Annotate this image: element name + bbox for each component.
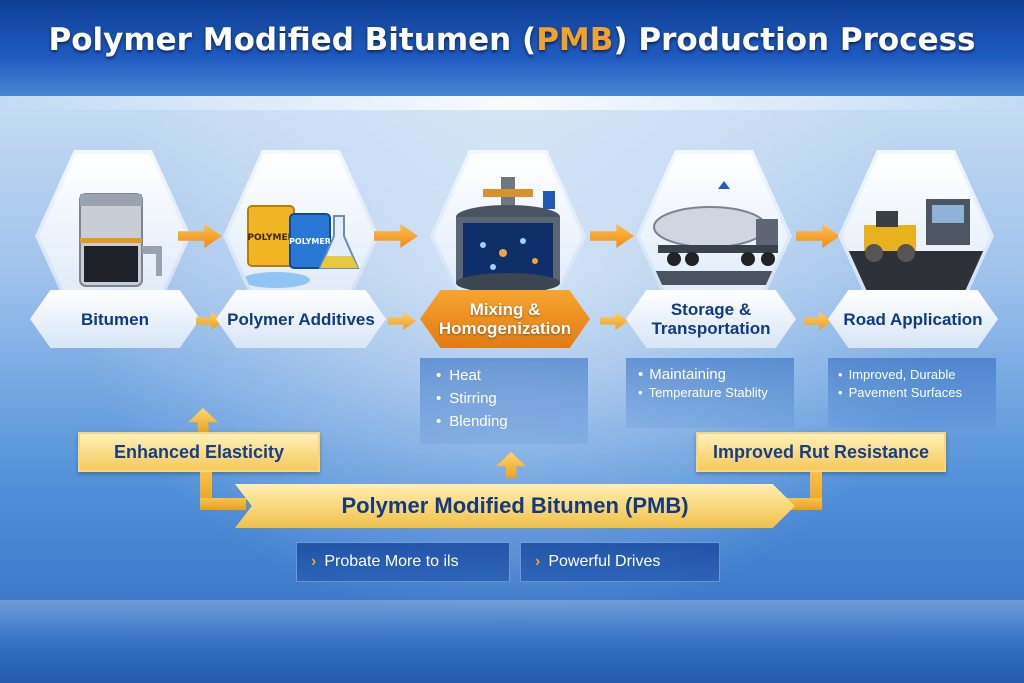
step-label-polymer-additives: Polymer Additives [216,290,386,348]
footer-item-2-label: Powerful Drives [548,553,661,570]
tanker-truck-icon [644,181,784,285]
bullet-pavement: Pavement Surfaces [838,384,962,402]
bullet-heat: Heat [436,364,508,387]
benefit-rut-resistance: Improved Rut Resistance [696,432,946,472]
bag-label-1: POLYMER [247,233,294,243]
step-label-mixing: Mixing & Homogenization [420,290,590,348]
footer-item-2: › Powerful Drives [520,542,720,582]
header-highlight [0,96,1024,110]
bag-label-2: POLYMER [289,237,331,246]
title-highlight: PMB [536,22,614,58]
mixing-bullet-list: Heat Stirring Blending [436,364,508,433]
step-label-storage: Storage & Transportation [626,290,796,348]
page-title: Polymer Modified Bitumen (PMB) Productio… [0,22,1024,58]
bullet-maintaining: Maintaining [638,366,768,384]
road-paver-icon [846,199,986,291]
bitumen-tank-icon [79,193,162,287]
mixing-vessel-icon [456,177,560,293]
pmb-result-banner: Polymer Modified Bitumen (PMB) [235,484,795,528]
bullet-improved: Improved, Durable [838,366,962,384]
step-label-road: Road Application [828,290,998,348]
footer-item-1: › Probate More to ils [296,542,510,582]
bullet-stirring: Stirring [436,387,508,410]
storage-bullet-list: Maintaining Temperature Stablity [638,366,768,402]
chevron-icon: › [311,553,317,570]
polymer-bags-icon: POLYMER POLYMER [242,205,360,288]
benefit-enhanced-elasticity: Enhanced Elasticity [78,432,320,472]
title-prefix: Polymer Modified Bitumen ( [48,22,537,58]
chevron-icon: › [535,553,541,570]
title-suffix: ) Production Process [613,22,976,58]
connector-left-horizontal [200,498,246,510]
bullet-blending: Blending [436,410,507,433]
background-floor [0,600,1024,683]
step-label-bitumen: Bitumen [30,290,200,348]
header-band [0,0,1024,96]
bullet-temperature: Temperature Stablity [638,384,768,402]
footer-item-1-label: Probate More to ils [324,553,459,570]
road-bullet-list: Improved, Durable Pavement Surfaces [838,366,962,402]
